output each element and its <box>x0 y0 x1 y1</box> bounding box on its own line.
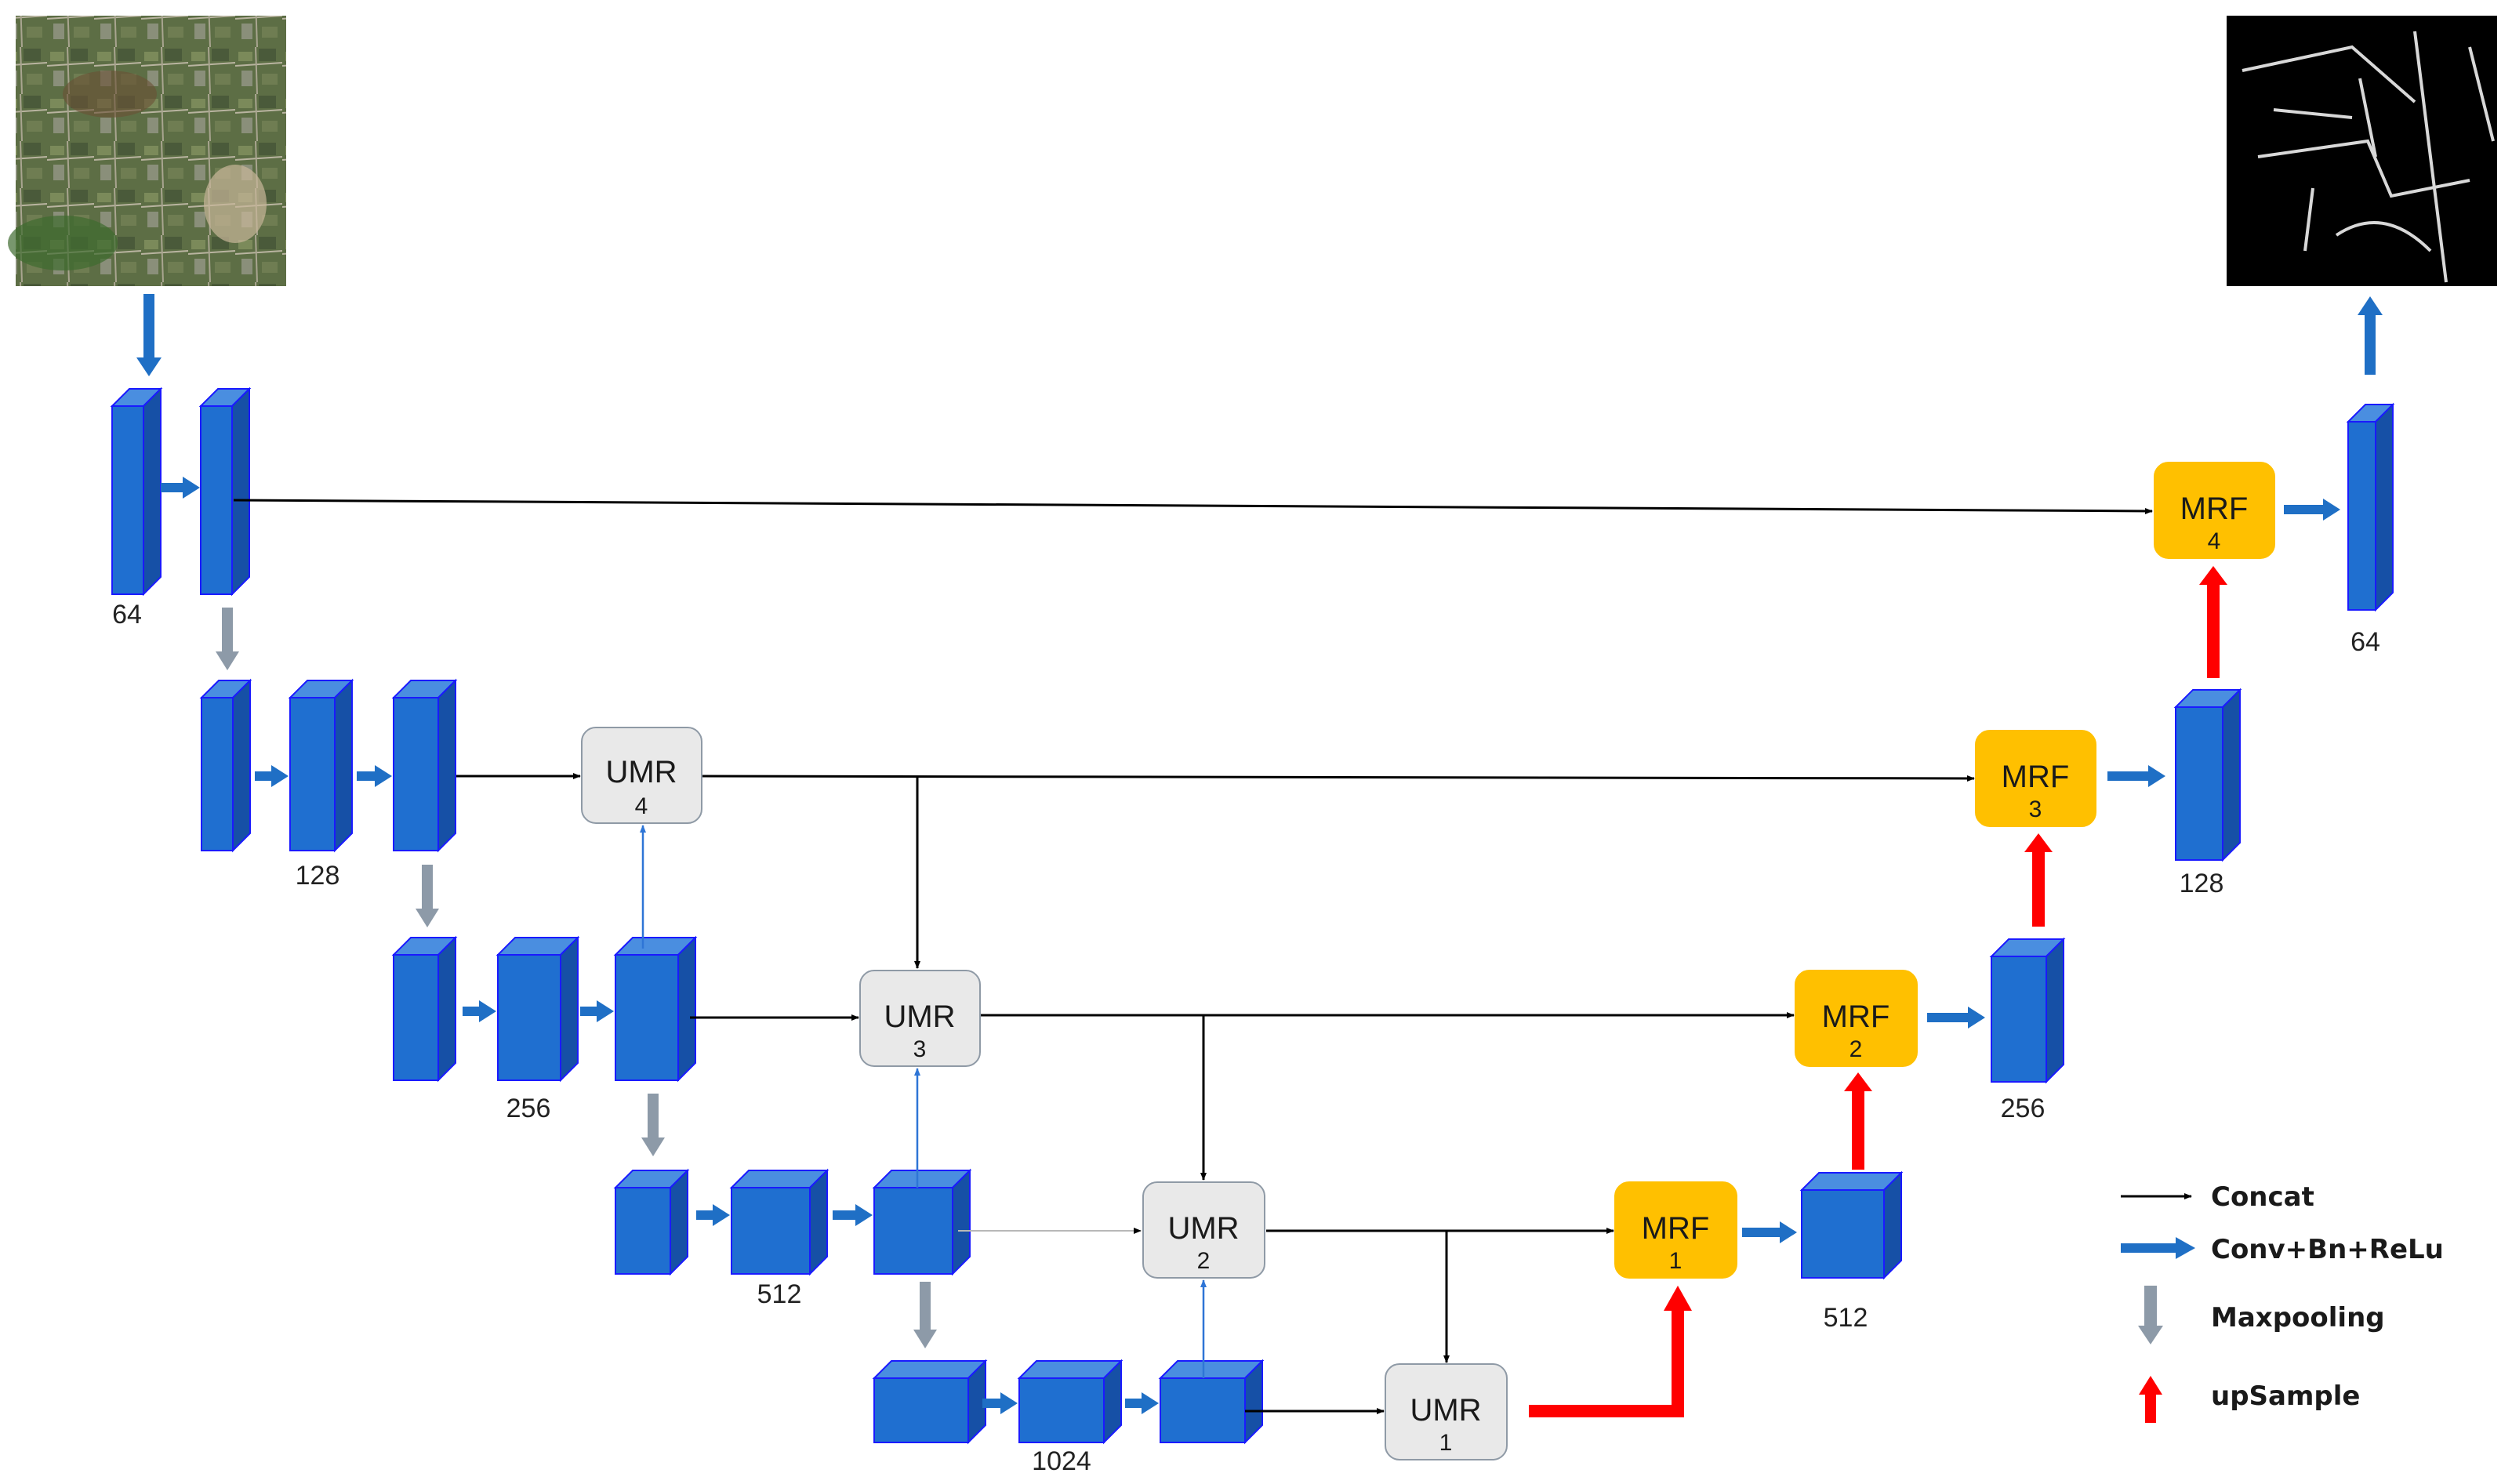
channel-label-dec3: 512 <box>1824 1303 1868 1333</box>
upsample-arrow-to-mrf2 <box>1844 1072 1872 1170</box>
mrf-box <box>1975 730 2096 827</box>
umr-title: UMR <box>1167 1211 1239 1246</box>
mrf-title: MRF <box>2002 760 2070 794</box>
umr-box <box>859 970 981 1067</box>
conv-arrow-mrf3 <box>2107 765 2165 787</box>
conv-arrow-enc3-b <box>580 1000 614 1022</box>
conv-arrow-mrf4 <box>2284 499 2340 521</box>
concat-line-umr4-mrf3 <box>701 775 1975 782</box>
output-road-mask-image <box>2227 16 2497 286</box>
enc1-block-b <box>198 386 252 597</box>
enc3-block-a <box>391 935 458 1083</box>
conv-arrow-mrf1 <box>1742 1221 1797 1243</box>
channel-label-dec0: 64 <box>2350 627 2380 657</box>
upsample-arrow-to-mrf3 <box>2024 833 2053 927</box>
dec0-block <box>2346 402 2395 612</box>
conv-arrow-enc2-a <box>255 765 289 787</box>
mrf-title: MRF <box>2180 492 2249 526</box>
conv-arrow-enc4-a <box>696 1204 730 1226</box>
conv-arrow-enc1 <box>161 477 200 499</box>
bottleneck-block-c <box>1158 1359 1265 1445</box>
umr-box <box>1385 1363 1508 1460</box>
enc1-block-a <box>110 386 163 597</box>
maxpool-arrow-1 <box>216 608 239 670</box>
enc3-block-c <box>613 935 698 1083</box>
umr-node-2: UMR 2 <box>1142 1181 1265 1279</box>
upsample-arrow-to-mrf4 <box>2199 566 2227 678</box>
legend: Concat Conv+Bn+ReLu Maxpooling upSample <box>2121 1181 2444 1423</box>
enc4-block-a <box>613 1168 690 1276</box>
umr-number: 3 <box>913 1036 927 1062</box>
legend-upsample-arrow <box>2139 1376 2162 1423</box>
legend-maxpool-icon <box>2138 1286 2163 1344</box>
mrf-number: 3 <box>2029 796 2042 822</box>
mrf-number: 4 <box>2208 528 2221 554</box>
legend-conv-label: Conv+Bn+ReLu <box>2211 1234 2444 1265</box>
input-satellite-image <box>8 16 286 286</box>
legend-maxpool-arrow <box>2138 1286 2163 1344</box>
enc4-block-c <box>872 1168 972 1276</box>
mrf-node-3: MRF 3 <box>1975 730 2096 827</box>
channel-label-bottleneck: 1024 <box>1032 1446 1091 1476</box>
mrf-box <box>1614 1181 1737 1279</box>
conv-arrow-enc2-b <box>357 765 392 787</box>
legend-concat-label: Concat <box>2211 1181 2314 1213</box>
channel-label-dec1: 128 <box>2180 869 2224 898</box>
umr-title: UMR <box>605 755 677 789</box>
upsample-arrow-umr1-mrf1 <box>1529 1286 1692 1417</box>
maxpool-arrow-3 <box>641 1094 665 1156</box>
legend-maxpool-label: Maxpooling <box>2211 1302 2385 1333</box>
bottleneck-block-a <box>872 1359 988 1445</box>
mrf-node-1: MRF 1 <box>1614 1181 1737 1279</box>
concat-line-enc1-mrf4 <box>233 499 2153 514</box>
mrf-box <box>1795 970 1918 1067</box>
umr-number: 2 <box>1197 1248 1211 1274</box>
mrf-number: 1 <box>1669 1248 1683 1274</box>
mrf-node-2: MRF 2 <box>1795 970 1918 1067</box>
dec3-block <box>1799 1170 1904 1280</box>
legend-upsample-label: upSample <box>2211 1381 2360 1412</box>
conv-arrow-bottleneck-b <box>1125 1392 1159 1414</box>
channel-label-enc1: 64 <box>112 600 142 630</box>
channel-label-enc3: 256 <box>506 1094 551 1123</box>
mrf-title: MRF <box>1822 1000 1890 1034</box>
umr-box <box>581 727 702 824</box>
legend-conv-icon <box>2121 1237 2195 1259</box>
enc2-block-b <box>288 678 354 853</box>
umr-node-1: UMR 1 <box>1385 1363 1508 1460</box>
dec1-block <box>2173 688 2242 862</box>
enc2-block-c <box>391 678 458 853</box>
conv-arrow-output-up <box>2358 296 2383 375</box>
umr-title: UMR <box>884 1000 955 1034</box>
legend-upsample-icon <box>2139 1376 2162 1423</box>
channel-label-enc4: 512 <box>757 1279 802 1309</box>
umr-number: 4 <box>635 793 648 819</box>
umr-number: 1 <box>1439 1430 1453 1456</box>
mrf-title: MRF <box>1642 1211 1710 1246</box>
mrf-number: 2 <box>1850 1036 1863 1062</box>
enc3-block-b <box>496 935 580 1083</box>
umr-node-4: UMR 4 <box>581 727 702 824</box>
conv-arrow-enc3-a <box>463 1000 496 1022</box>
conv-arrow-bottleneck-a <box>982 1392 1018 1414</box>
dec2-block <box>1989 937 2066 1084</box>
bottleneck-block-b <box>1017 1359 1124 1445</box>
channel-label-enc2: 128 <box>296 861 340 891</box>
enc2-block-a <box>199 678 252 853</box>
conv-arrow-enc4-b <box>833 1204 873 1226</box>
maxpool-arrow-4 <box>913 1282 937 1348</box>
mrf-box <box>2154 462 2275 559</box>
maxpool-arrow-2 <box>416 865 439 927</box>
mrf-node-4: MRF 4 <box>2154 462 2275 559</box>
conv-arrow-mrf2 <box>1927 1007 1985 1029</box>
conv-arrow-input-down <box>136 294 162 376</box>
umr-title: UMR <box>1410 1393 1481 1428</box>
umr-box <box>1142 1181 1265 1279</box>
enc4-block-b <box>729 1168 829 1276</box>
umr-node-3: UMR 3 <box>859 970 981 1067</box>
channel-label-dec2: 256 <box>2001 1094 2046 1123</box>
